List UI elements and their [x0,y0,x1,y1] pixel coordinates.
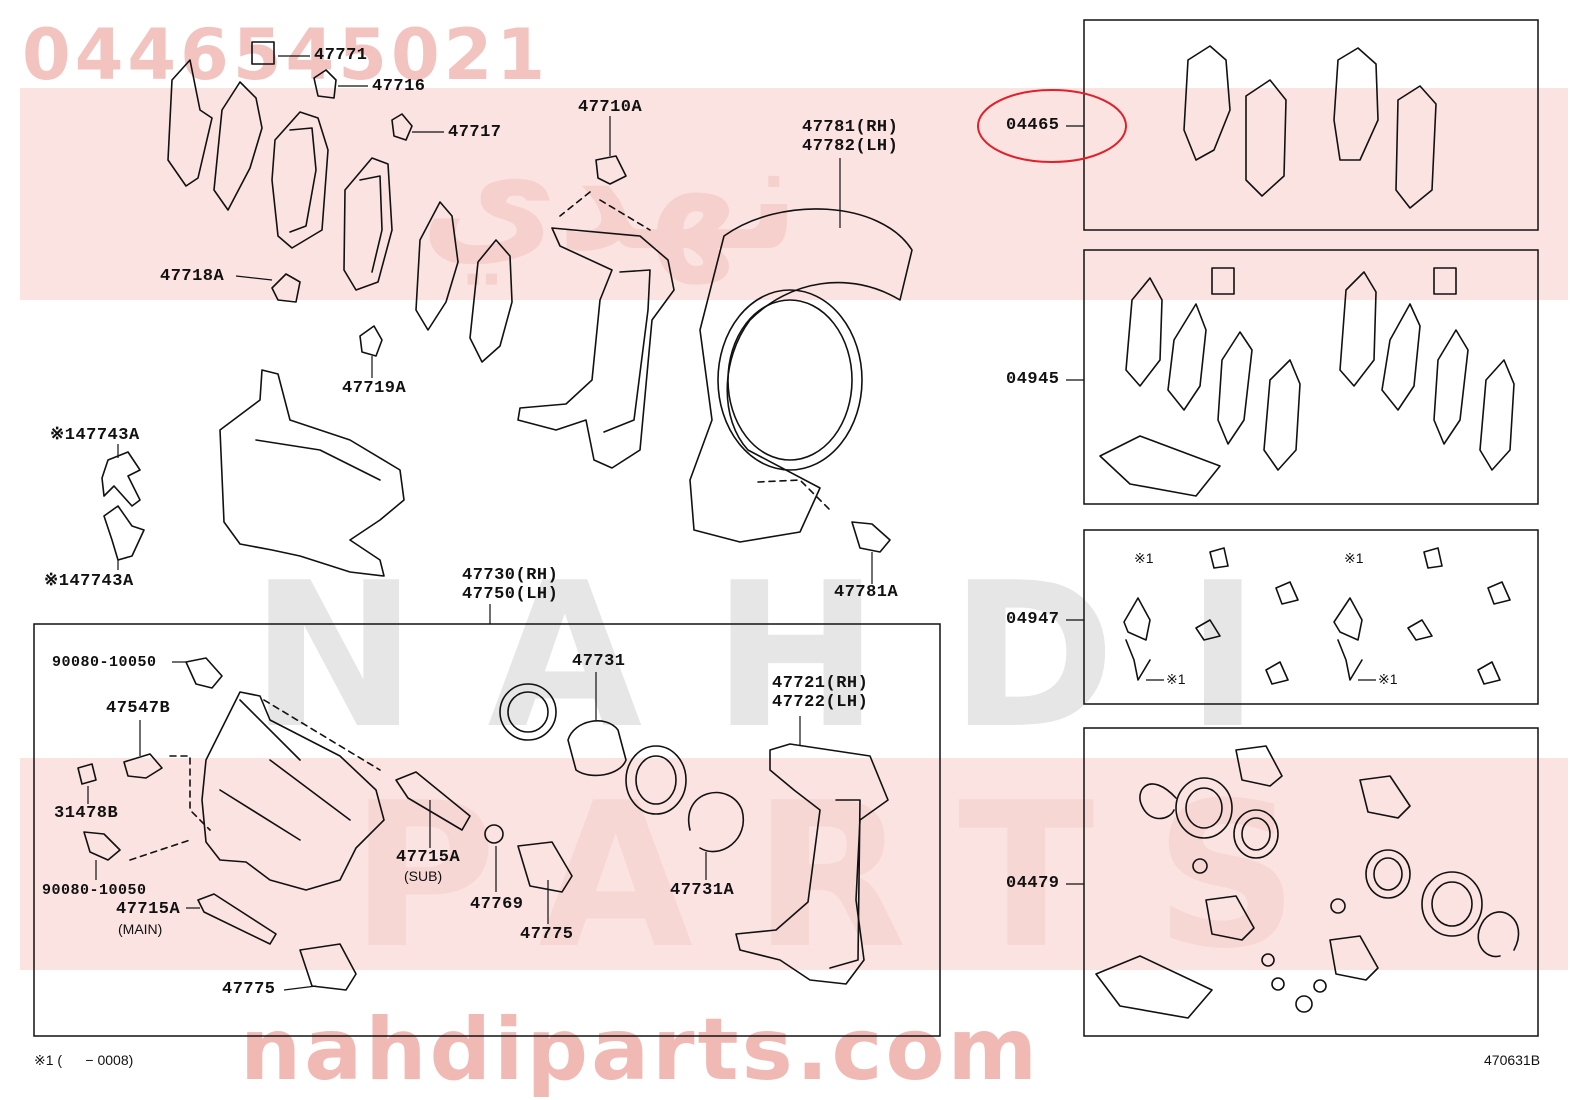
label-47730-rh: 47730(RH) [462,566,559,585]
label-47731: 47731 [572,652,626,671]
bleeder-47547B [123,753,163,779]
label-47775-mid: 47775 [520,925,574,944]
star-note-c: ※1 [1344,550,1364,566]
caliper-assembly-box [33,623,941,1037]
box-04947 [1083,529,1539,705]
diagram-id: 470631B [1484,1052,1541,1068]
label-47771: 47771 [314,46,368,65]
box-04465 [1083,19,1539,231]
label-main-note: (MAIN) [118,921,163,937]
watermark-band-bottom [20,758,1568,970]
cap-31478B [77,763,97,785]
piston-47731 [567,720,627,777]
bolt-90080-top [185,657,223,689]
label-47721-rh: 47721(RH) [772,674,869,693]
label-47743A-top: ※147743A [50,426,140,445]
label-47710A: 47710A [578,98,643,117]
label-47718A: 47718A [160,267,225,286]
brake-pad-left [271,111,329,249]
dust-shield [689,208,913,543]
star-note-a: ※1 [1134,550,1154,566]
label-47715A-main: 47715A [116,900,181,919]
watermark-site: nahdiparts.com [240,1000,1041,1100]
clip-47718A [271,273,301,303]
label-sub-note: (SUB) [404,868,443,884]
clip-47719A [359,325,383,357]
bolt-47710A [595,155,627,185]
label-47750-lh: 47750(LH) [462,585,559,604]
label-47775-bottom: 47775 [222,980,276,999]
spring-47743A-bottom [103,505,145,561]
bushing-47769 [484,824,504,844]
seal-47731 [499,683,557,741]
star-note-b: ※1 [1166,671,1186,687]
label-47782-lh: 47782(LH) [802,137,899,156]
label-47716: 47716 [372,77,426,96]
highlight-ellipse-04465 [977,89,1127,163]
shim-outer-left [167,59,213,187]
label-90080-10050-bottom: 90080-10050 [42,882,147,899]
torque-plate-lower [735,743,889,985]
pin-47715A-sub [395,771,471,831]
label-47781-rh: 47781(RH) [802,118,899,137]
clip-47717 [391,113,413,141]
label-47717: 47717 [448,123,502,142]
bolt-47781A [851,521,891,553]
shim-outer-right [469,239,513,363]
pin-47715A-main [197,893,277,945]
torque-plate-upper [517,227,675,469]
watermark-band-top [20,88,1568,300]
star-note-d: ※1 [1378,671,1398,687]
clip-47716 [313,69,337,99]
ring-47731A [687,791,745,853]
shim-inner-left [213,81,263,211]
clip-47771 [251,41,275,65]
box-04479 [1083,727,1539,1037]
label-47722-lh: 47722(LH) [772,693,869,712]
label-47781A: 47781A [834,583,899,602]
boot-47775-mid [517,841,573,893]
label-47715A-sub: 47715A [396,848,461,867]
caliper-cylinder [201,691,385,891]
watermark-brand: NAHDI [250,540,1330,773]
bolt-90080-bottom [83,831,121,861]
label-47547B: 47547B [106,699,171,718]
label-90080-10050-top: 90080-10050 [52,654,157,671]
footnote: ※1 ( − 0008) [34,1052,134,1068]
label-04465[interactable]: 04465 [1006,116,1060,135]
label-31478B: 31478B [54,804,119,823]
label-47769: 47769 [470,895,524,914]
label-47719A: 47719A [342,379,407,398]
caliper-body-upper [219,369,405,577]
label-47743A-bottom: ※147743A [44,572,134,591]
label-04947[interactable]: 04947 [1006,610,1060,629]
spring-47743A-top [101,451,141,507]
boot-piston [625,745,687,815]
box-04945 [1083,249,1539,505]
brake-pad-right [343,157,393,291]
label-04945[interactable]: 04945 [1006,370,1060,389]
shim-inner-right [415,201,459,331]
label-04479[interactable]: 04479 [1006,874,1060,893]
watermark-part-number: 0446545021 [22,14,550,96]
boot-47775-bottom [299,943,357,991]
label-47731A: 47731A [670,881,735,900]
